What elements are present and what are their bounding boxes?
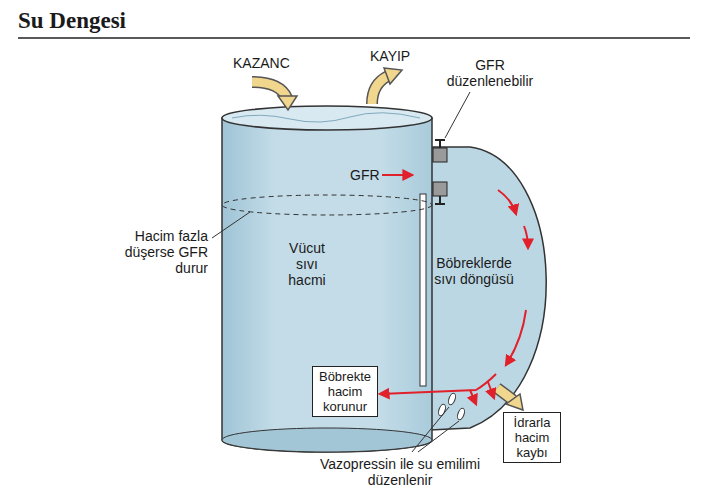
pore	[447, 392, 457, 405]
urine-loss-box: İdrarla hacim kaybı	[503, 412, 561, 463]
mug-body	[222, 118, 432, 452]
flow-arrow	[524, 226, 528, 248]
gain-label: KAZANC	[233, 55, 313, 71]
valve-screw	[439, 140, 441, 148]
gfr-regulator-label: GFR düzenlenebilir	[440, 57, 540, 89]
pore	[456, 407, 466, 420]
water-surface	[232, 113, 420, 122]
valve-screw	[439, 196, 441, 204]
reabsorb-arrow	[380, 374, 496, 394]
loss-arrow-head	[384, 68, 402, 84]
urine-arrow-head	[506, 394, 523, 410]
leader-line	[418, 421, 459, 452]
loss-arrow	[372, 76, 388, 104]
diagram-title: Su Dengesi	[18, 8, 126, 34]
flow-branch	[488, 382, 494, 398]
mug-bottom	[222, 428, 432, 452]
valve-screw	[435, 203, 445, 205]
valve-bottom	[433, 182, 447, 196]
leader-line	[212, 212, 250, 238]
title-rule	[18, 37, 690, 39]
leader-line	[445, 92, 470, 138]
gfr-arrow	[382, 174, 412, 176]
volume-line	[222, 195, 432, 215]
body-volume-label: Vücut sıvı hacmi	[278, 240, 336, 288]
valve-screw	[435, 139, 445, 141]
box-text: Böbrekte hacim korunur	[317, 369, 373, 414]
kidney-cycle-label: Böbreklerde sıvı döngüsü	[428, 255, 520, 287]
box-text: İdrarla hacim kaybı	[508, 415, 556, 460]
volume-note: Hacim fazla düşerse GFR durur	[100, 228, 208, 276]
flow-arrow	[498, 190, 516, 214]
gfr-label: GFR	[350, 167, 382, 183]
urine-arrow	[497, 388, 513, 400]
pore	[437, 403, 447, 416]
urine-arrow	[497, 388, 513, 400]
valve-top	[433, 148, 447, 162]
vasopressin-label: Vazopressin ile su emilimi düzenlenir	[305, 456, 495, 488]
mug-top	[222, 106, 432, 130]
handle-gap	[420, 194, 426, 386]
flow-branch	[470, 390, 476, 404]
kept-volume-box: Böbrekte hacim korunur	[312, 366, 378, 417]
leader-line	[412, 407, 449, 452]
loss-arrow	[372, 76, 388, 104]
gain-arrow-head	[278, 96, 297, 110]
mug-handle	[430, 147, 546, 430]
flow-arrow	[506, 310, 526, 365]
loss-label: KAYIP	[370, 48, 430, 64]
